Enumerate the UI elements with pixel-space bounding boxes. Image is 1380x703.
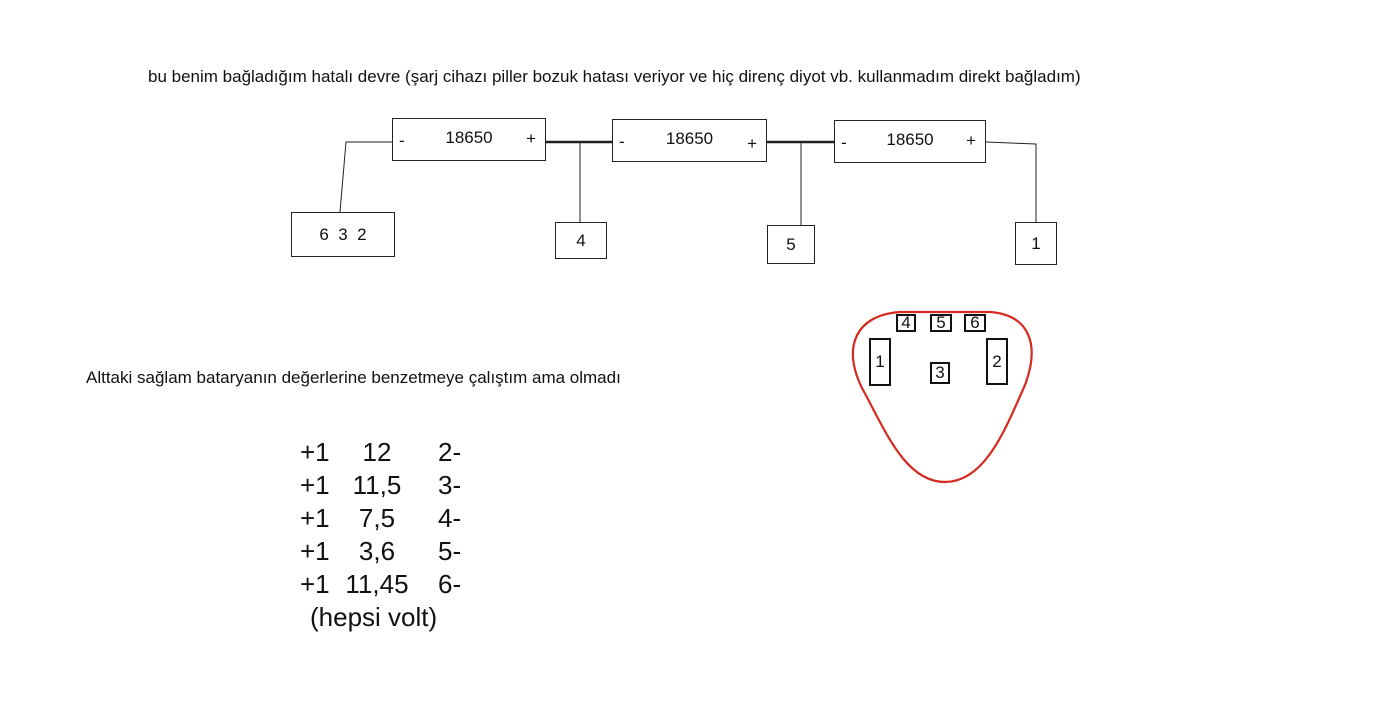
voltage-row: +1 12 2- xyxy=(300,436,500,469)
battery-cell-2: - 18650 + xyxy=(612,119,767,162)
positive-pin: +1 xyxy=(300,503,330,533)
connector-pin-4: 4 xyxy=(896,313,916,332)
positive-pin: +1 xyxy=(300,437,330,467)
connector-pin-5: 5 xyxy=(930,313,952,332)
wire-cell3-pos-to-terminal-1 xyxy=(985,141,1037,222)
unit-note: (hepsi volt) xyxy=(310,602,438,632)
terminal-6-3-2: 6 3 2 xyxy=(291,212,395,257)
connector-pin-6: 6 xyxy=(964,313,986,332)
battery-cell-3: - 18650 + xyxy=(834,120,986,163)
connector-pin-2: 2 xyxy=(986,338,1008,385)
wire-cell1-neg-to-terminal-632 xyxy=(339,141,392,213)
negative-pin: 3- xyxy=(438,470,462,500)
cell-negative-sign: - xyxy=(399,131,405,150)
terminal-4: 4 xyxy=(555,222,607,259)
voltage-row: +1 11,45 6- xyxy=(300,568,500,601)
cell-positive-sign: + xyxy=(526,129,536,148)
negative-pin: 4- xyxy=(438,503,462,533)
terminal-5: 5 xyxy=(767,225,815,264)
voltage-row: +1 3,6 5- xyxy=(300,535,500,568)
voltage-value: 11,5 xyxy=(352,470,402,500)
positive-pin: +1 xyxy=(300,470,330,500)
connector-shape xyxy=(851,310,1033,484)
terminal-1: 1 xyxy=(1015,222,1057,265)
cell-label: 18650 xyxy=(665,129,714,148)
cell-label: 18650 xyxy=(445,128,493,147)
voltage-row: +1 11,5 3- xyxy=(300,469,500,502)
voltage-value: 7,5 xyxy=(358,503,396,533)
page-title: bu benim bağladığım hatalı devre (şarj c… xyxy=(148,67,1081,86)
cell-negative-sign: - xyxy=(619,132,625,151)
voltage-row: +1 7,5 4- xyxy=(300,502,500,535)
negative-pin: 5- xyxy=(438,536,462,566)
subtitle: Alttaki sağlam bataryanın değerlerine be… xyxy=(86,368,621,387)
voltage-table: +1 12 2- +1 11,5 3- +1 7,5 4- +1 3,6 5- … xyxy=(300,436,500,601)
positive-pin: +1 xyxy=(300,536,330,566)
voltage-value: 3,6 xyxy=(358,536,396,566)
cell-label: 18650 xyxy=(886,130,934,149)
positive-pin: +1 xyxy=(300,569,330,599)
connector-pin-3: 3 xyxy=(930,362,950,384)
voltage-value: 11,45 xyxy=(345,569,409,599)
negative-pin: 6- xyxy=(438,569,462,599)
cell-negative-sign: - xyxy=(841,133,847,152)
battery-cell-1: - 18650 + xyxy=(392,118,546,161)
cell-positive-sign: + xyxy=(747,134,757,153)
cell-positive-sign: + xyxy=(966,131,976,150)
negative-pin: 2- xyxy=(438,437,462,467)
connector-pin-1: 1 xyxy=(869,338,891,386)
voltage-value: 12 xyxy=(362,437,392,467)
